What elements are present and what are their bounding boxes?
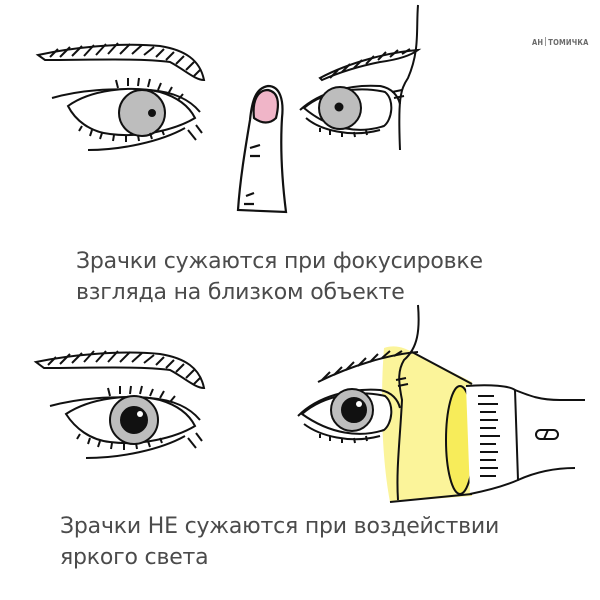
illustration-near-focus bbox=[35, 4, 422, 214]
fingernail bbox=[252, 88, 279, 124]
left-eyebrow-2 bbox=[33, 350, 206, 390]
panel-near-focus bbox=[35, 4, 422, 214]
panel-bright-light bbox=[0, 300, 600, 600]
caption-line: Зрачки НЕ сужаются при воздействии bbox=[60, 514, 500, 539]
left-eyebrow bbox=[35, 42, 206, 82]
caption-line: взгляда на близком объекте bbox=[76, 280, 405, 305]
flashlight bbox=[389, 351, 585, 503]
right-eye-2 bbox=[297, 304, 420, 501]
logo-text-left: АН bbox=[532, 38, 544, 47]
caption-bright-light: Зрачки НЕ сужаются при воздействии ярког… bbox=[60, 511, 499, 573]
left-eye bbox=[51, 77, 203, 151]
logo-separator bbox=[545, 37, 547, 46]
illustration-bright-light bbox=[33, 304, 585, 503]
caption-line: яркого света bbox=[60, 545, 209, 570]
brand-logo: АН ТОМИЧКА bbox=[532, 37, 589, 47]
right-eye bbox=[299, 4, 422, 151]
caption-line: Зрачки сужаются при фокусировке bbox=[76, 249, 483, 274]
pointing-finger bbox=[236, 84, 288, 214]
caption-near-focus: Зрачки сужаются при фокусировке взгляда … bbox=[76, 246, 483, 308]
logo-text-right: ТОМИЧКА bbox=[548, 38, 589, 47]
left-eye-2 bbox=[49, 385, 203, 459]
